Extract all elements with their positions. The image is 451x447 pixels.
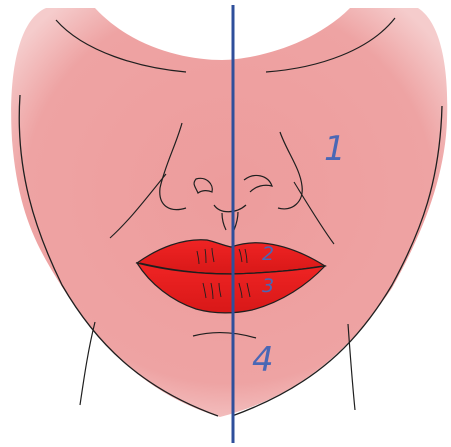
- neck-line-left: [80, 322, 95, 405]
- face-skin: [11, 8, 447, 417]
